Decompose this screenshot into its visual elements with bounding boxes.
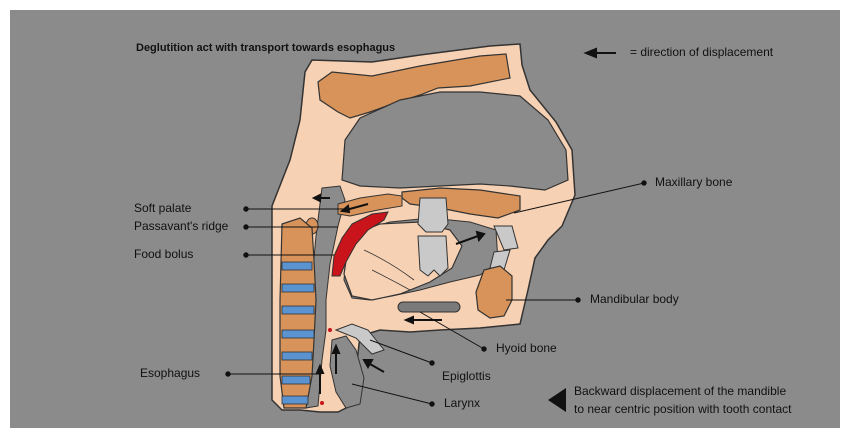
hyoid-bone-shape	[398, 302, 460, 312]
label-hyoid-bone: Hyoid bone	[496, 341, 557, 355]
vertebral-disc-2	[282, 284, 314, 292]
label-esophagus: Esophagus	[140, 366, 200, 380]
label-passavants-ridge: Passavant's ridge	[134, 219, 228, 233]
vertebral-disc-7	[282, 396, 308, 404]
lower-tooth	[418, 236, 448, 276]
label-epiglottis: Epiglottis	[442, 369, 491, 383]
label-mandibular-body: Mandibular body	[590, 292, 679, 306]
note-line-1: Backward displacement of the mandible	[574, 384, 786, 398]
marker-dot-1	[328, 328, 332, 332]
label-larynx: Larynx	[444, 396, 480, 410]
vertebral-disc-1	[282, 262, 312, 270]
vertebral-disc-3	[282, 306, 314, 314]
vertebral-disc-6	[282, 376, 310, 384]
label-maxillary-bone: Maxillary bone	[655, 175, 732, 189]
note-line-2: to near centric position with tooth cont…	[574, 402, 791, 416]
legend-text: = direction of displacement	[630, 45, 773, 59]
marker-dot-2	[320, 401, 324, 405]
label-food-bolus: Food bolus	[134, 247, 193, 261]
label-soft-palate: Soft palate	[134, 201, 191, 215]
upper-tooth	[418, 198, 448, 232]
vertebral-disc-5	[282, 352, 312, 360]
vertebral-disc-4	[282, 330, 314, 338]
diagram-title: Deglutition act with transport towards e…	[136, 42, 395, 54]
